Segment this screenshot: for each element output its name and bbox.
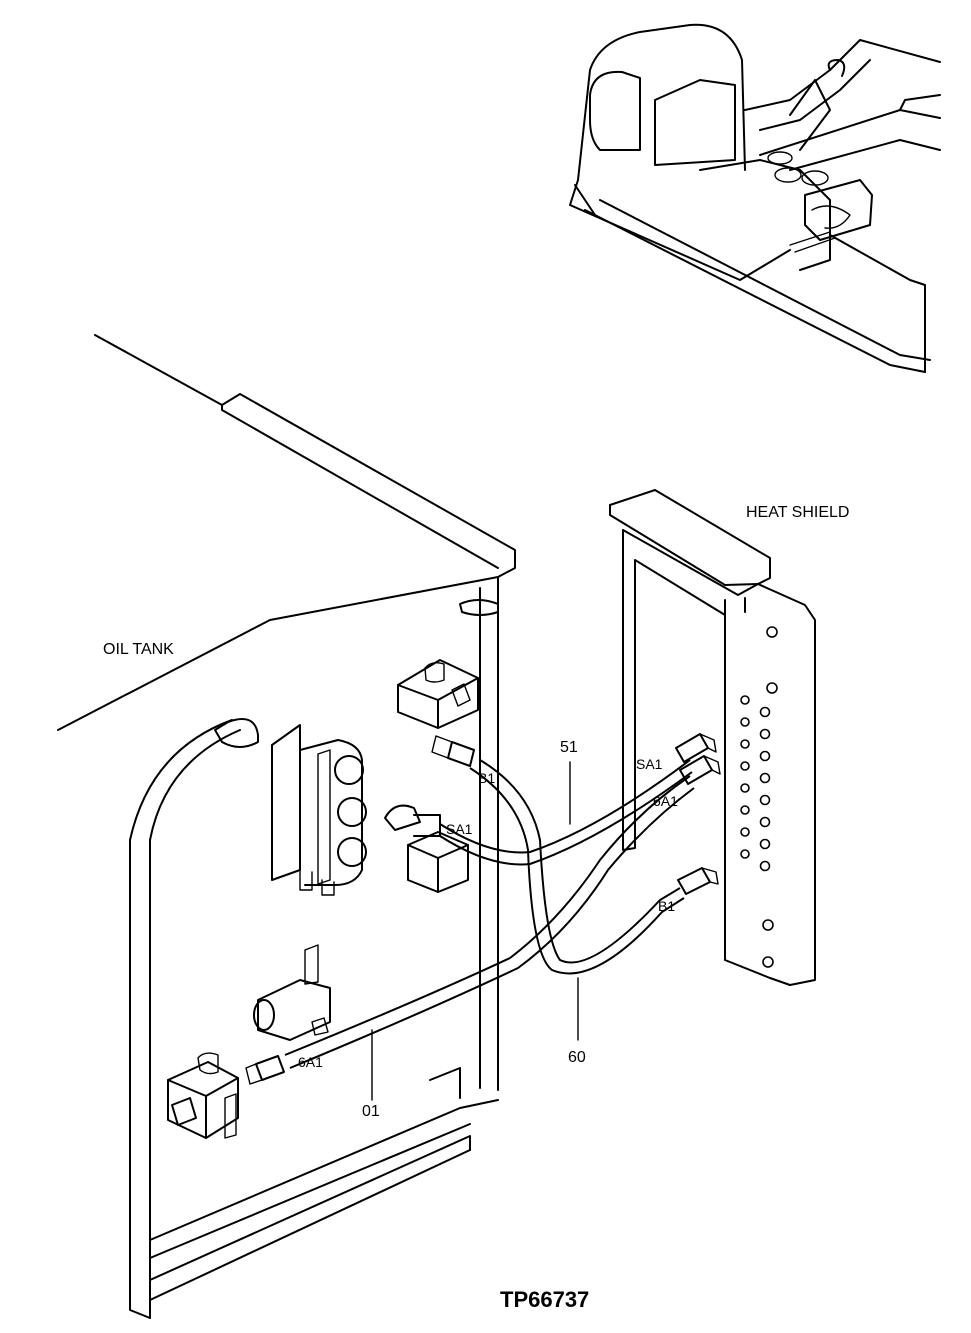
fitting-sa1-shield <box>675 733 717 763</box>
port-6a1-shield-label: 6A1 <box>653 793 678 809</box>
part-51-label: 51 <box>560 739 578 756</box>
part-01-label: 01 <box>362 1103 380 1120</box>
oil-tank <box>57 334 516 1319</box>
fitting-6a1-shield <box>679 755 721 785</box>
port-sa1-shield-label: SA1 <box>636 756 663 772</box>
excavator-inset <box>569 23 941 373</box>
lower-check-valve <box>253 944 331 1041</box>
sa1-elbow-fitting <box>384 804 441 837</box>
solenoid-block <box>407 831 469 893</box>
heat-shield-label: HEAT SHIELD <box>746 504 850 521</box>
port-b1-tank-label: B1 <box>478 770 496 786</box>
fitting-b1-shield <box>677 867 719 895</box>
port-b1-shield-label: B1 <box>658 898 676 914</box>
manifold-valve <box>271 724 367 896</box>
port-sa1-tank-label: SA1 <box>446 821 473 837</box>
oil-tank-label: OIL TANK <box>103 641 174 658</box>
hose-60 <box>469 759 685 975</box>
hose-01 <box>284 775 695 1069</box>
lower-left-valve-block <box>167 1052 239 1139</box>
heat-shield <box>609 489 816 986</box>
part-60-label: 60 <box>568 1049 586 1066</box>
figure-id: TP66737 <box>500 1287 590 1312</box>
fitting-6a1-tank <box>245 1055 285 1085</box>
port-6a1-tank-label: 6A1 <box>298 1054 323 1070</box>
fitting-b1-tank <box>431 735 475 767</box>
upper-right-valve-block <box>397 659 479 729</box>
